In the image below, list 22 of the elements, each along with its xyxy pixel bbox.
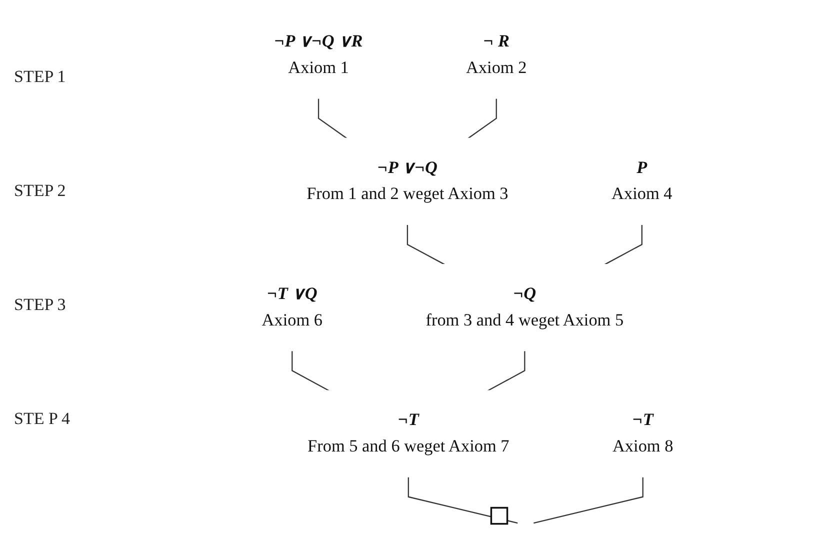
connector	[468, 98, 497, 139]
node-text: P Axiom 4	[612, 159, 672, 204]
connector	[487, 350, 526, 392]
resolution-tree: ¬P ∨¬Q ∨R Axiom 1 ¬ R Axiom 2 ¬P ∨¬Q From 1 and 2 weget Axiom 3 P Axiom 4 ¬Q from 3 and 4 weget Axiom 5 ¬T ∨Q Axiom 6 ¬T From 5 and 6 weget Axiom 7 ¬T Axiom 8	[110, 3, 825, 533]
step-label: STE P 4	[14, 409, 72, 429]
connector	[604, 224, 642, 266]
node-text: ¬T From 5 and 6 weget Axiom 7	[308, 411, 510, 456]
connector	[406, 224, 446, 266]
node-box	[490, 506, 508, 525]
connector	[534, 476, 644, 524]
node-text: ¬Q from 3 and 4 weget Axiom 5	[426, 285, 624, 330]
connector	[292, 350, 330, 392]
step-label: STEP 2	[14, 181, 67, 201]
connector	[408, 476, 518, 524]
node-text: ¬P ∨¬Q ∨R Axiom 1	[274, 32, 363, 77]
step-label: STEP 1	[14, 67, 67, 87]
node-text: ¬ R Axiom 2	[466, 32, 527, 77]
node-text: ¬T Axiom 8	[612, 411, 674, 456]
node-text: ¬P ∨¬Q From 1 and 2 weget Axiom 3	[306, 159, 508, 204]
node-text: ¬T ∨Q Axiom 6	[262, 285, 322, 330]
connector	[318, 98, 348, 139]
step-label: STEP 3	[14, 295, 67, 315]
